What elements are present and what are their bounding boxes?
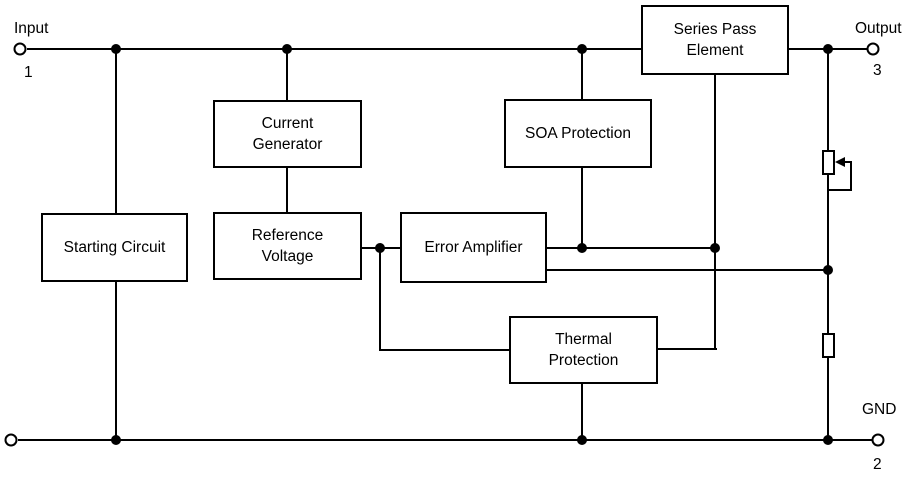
junction-dot (710, 243, 720, 253)
block-label: Thermal Protection (548, 331, 619, 369)
wire-soa-top (581, 49, 583, 99)
block-label: Starting Circuit (63, 239, 166, 256)
block-label: SOA Protection (525, 125, 631, 142)
junction-dot (375, 243, 385, 253)
output-label: Output (855, 20, 902, 37)
junction-dot (282, 44, 292, 54)
terminal-input (13, 42, 27, 56)
wire-output-divider (827, 49, 829, 440)
wire-curgen-to-ref (286, 168, 288, 212)
wire-thermal-right (658, 348, 717, 350)
block-soa-protection: SOA Protection (504, 99, 652, 168)
gnd-label: GND (862, 401, 897, 418)
potentiometer-symbol (822, 150, 835, 175)
block-reference-voltage: Reference Voltage (213, 212, 362, 280)
block-label: Reference Voltage (251, 227, 324, 265)
block-label: Error Amplifier (424, 239, 523, 256)
junction-dot (577, 243, 587, 253)
junction-dot (823, 435, 833, 445)
input-pin: 1 (24, 64, 33, 81)
junction-dot (823, 265, 833, 275)
block-current-generator: Current Generator (213, 100, 362, 168)
block-thermal-protection: Thermal Protection (509, 316, 658, 384)
wire-soa-bottom (581, 168, 583, 248)
gnd-pin: 2 (873, 456, 882, 473)
block-starting-circuit: Starting Circuit (41, 213, 188, 282)
junction-dot (577, 44, 587, 54)
wire-pot-loop-right (850, 161, 852, 191)
wire-pot-wiper (843, 161, 852, 163)
wire-curgen-top (286, 49, 288, 100)
wire-erramp-output (547, 247, 717, 249)
wire-feedback-vertical (379, 247, 381, 351)
block-series-pass-element: Series Pass Element (641, 5, 789, 75)
wire-ground-rail (18, 439, 872, 441)
junction-dot (577, 435, 587, 445)
junction-dot (111, 435, 121, 445)
wire-input-rail (27, 48, 641, 50)
potentiometer-wiper-arrow-icon (835, 157, 845, 167)
terminal-ground (871, 433, 885, 447)
resistor-symbol (822, 333, 835, 358)
wire-seriespass-drive (714, 75, 716, 350)
terminal-output (866, 42, 880, 56)
wire-feedback (547, 269, 830, 271)
wire-pot-loop-bottom (829, 189, 852, 191)
wire-start-top (115, 49, 117, 213)
wire-start-bottom (115, 282, 117, 440)
wire-thermal-left (380, 349, 510, 351)
junction-dot (111, 44, 121, 54)
terminal-bottom-left (4, 433, 18, 447)
input-label: Input (14, 20, 49, 37)
block-label: Series Pass Element (673, 21, 757, 59)
junction-dot (823, 44, 833, 54)
output-pin: 3 (873, 62, 882, 79)
wire-thermal-ground (581, 384, 583, 440)
block-error-amplifier: Error Amplifier (400, 212, 547, 283)
block-label: Current Generator (252, 115, 323, 153)
